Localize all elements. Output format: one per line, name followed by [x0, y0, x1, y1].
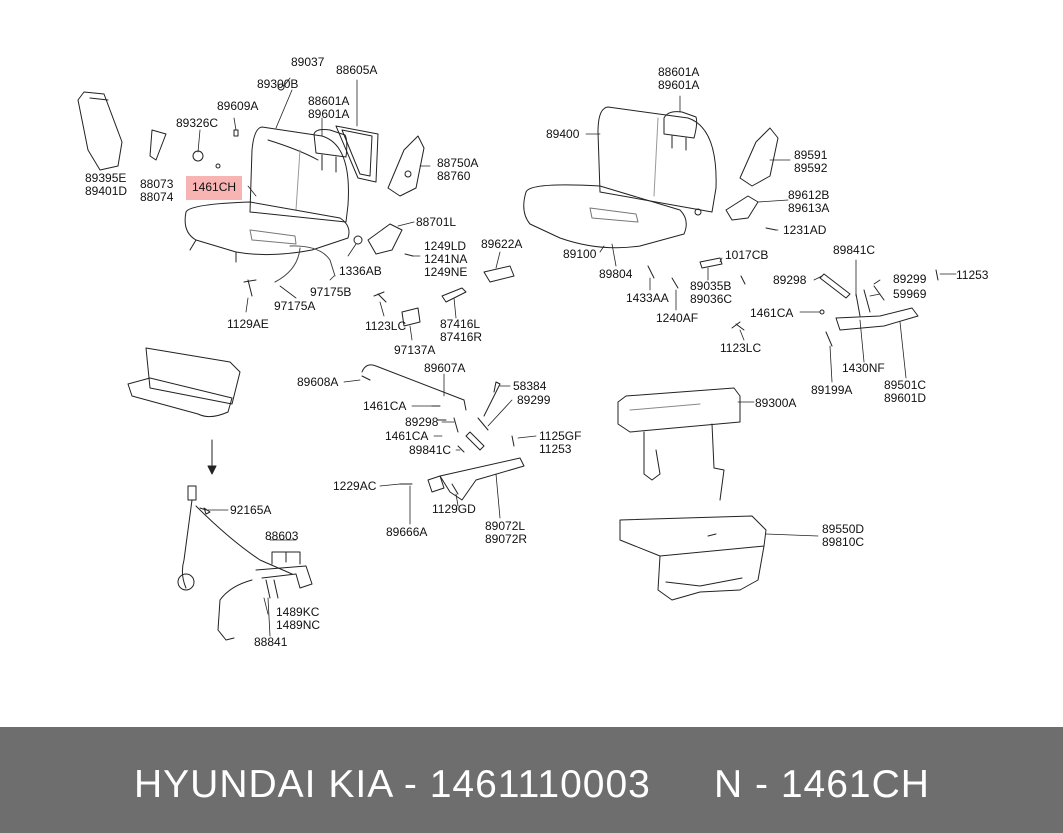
callout-1129ae[interactable]: 1129AE: [227, 317, 269, 331]
footer-bar: HYUNDAI KIA - 1461110003 N - 1461CH: [0, 727, 1063, 833]
leader-lines: [197, 77, 957, 637]
callout-89400[interactable]: 89400: [546, 127, 580, 141]
callout-1430nf[interactable]: 1430NF: [842, 361, 885, 375]
callout-1129gd[interactable]: 1129GD: [432, 502, 476, 516]
callout-1017cb[interactable]: 1017CB: [725, 248, 769, 262]
callout-1229ac[interactable]: 1229AC: [333, 479, 377, 493]
callout-89298-right[interactable]: 89298: [773, 273, 807, 287]
callout-97175a[interactable]: 97175A: [274, 299, 316, 313]
callout-89199a[interactable]: 89199A: [811, 383, 853, 397]
folding-seat: [617, 387, 767, 601]
middle-mechanism: [361, 364, 525, 501]
callout-1336ab[interactable]: 1336AB: [339, 264, 382, 278]
seat-belt-assembly: [177, 485, 313, 641]
highlight-1461ch: [186, 176, 242, 200]
callout-89841c-right[interactable]: 89841C: [833, 243, 876, 257]
callout-89609a[interactable]: 89609A: [217, 99, 259, 113]
footer-callout-code: N - 1461CH: [714, 763, 930, 806]
callout-59969[interactable]: 59969: [893, 287, 927, 301]
callout-89299-right[interactable]: 89299: [893, 272, 927, 286]
callout-1461ca-right[interactable]: 1461CA: [750, 306, 794, 320]
callout-88605a[interactable]: 88605A: [336, 63, 378, 77]
callout-88603[interactable]: 88603: [265, 529, 299, 543]
callout-1433aa[interactable]: 1433AA: [626, 291, 669, 305]
left-seat-assembly: [77, 83, 515, 327]
callout-1461ca-mid-1[interactable]: 1461CA: [363, 399, 407, 413]
callout-92165a[interactable]: 92165A: [230, 503, 272, 517]
callout-88841[interactable]: 88841: [254, 635, 288, 649]
callout-89607a[interactable]: 89607A: [424, 361, 466, 375]
callout-58384[interactable]: 58384: [513, 379, 547, 393]
callout-1123lc-right[interactable]: 1123LC: [720, 341, 762, 355]
callout-88701l[interactable]: 88701L: [416, 215, 457, 229]
callout-89804[interactable]: 89804: [599, 267, 633, 281]
callout-89100[interactable]: 89100: [563, 247, 597, 261]
callout-89608a[interactable]: 89608A: [297, 375, 339, 389]
callout-1123lc-left[interactable]: 1123LC: [365, 319, 407, 333]
callout-1461ch[interactable]: 1461CH: [192, 180, 237, 194]
callout-89300a[interactable]: 89300A: [755, 396, 797, 410]
callout-89326c[interactable]: 89326C: [176, 116, 219, 130]
callout-89622a[interactable]: 89622A: [481, 237, 523, 251]
callout-89300b[interactable]: 89300B: [257, 77, 299, 91]
callout-11253-right[interactable]: 11253: [956, 268, 989, 282]
callout-97175b[interactable]: 97175B: [310, 285, 352, 299]
callout-89841c-mid[interactable]: 89841C: [409, 443, 452, 457]
footer-brand-part-number: HYUNDAI KIA - 1461110003: [134, 763, 651, 806]
callout-1240af[interactable]: 1240AF: [656, 311, 699, 325]
right-seat-assembly: [523, 106, 939, 347]
callout-89666a[interactable]: 89666A: [386, 525, 428, 539]
callout-89037[interactable]: 89037: [291, 55, 325, 69]
callout-97137a[interactable]: 97137A: [394, 343, 436, 357]
callout-1461ca-mid-2[interactable]: 1461CA: [385, 429, 429, 443]
callout-89298-mid[interactable]: 89298: [405, 415, 439, 429]
callout-1231ad[interactable]: 1231AD: [783, 223, 827, 237]
callout-89299-mid[interactable]: 89299: [517, 393, 551, 407]
bench-icon: [127, 347, 241, 475]
diagram-drawing: [77, 77, 957, 641]
